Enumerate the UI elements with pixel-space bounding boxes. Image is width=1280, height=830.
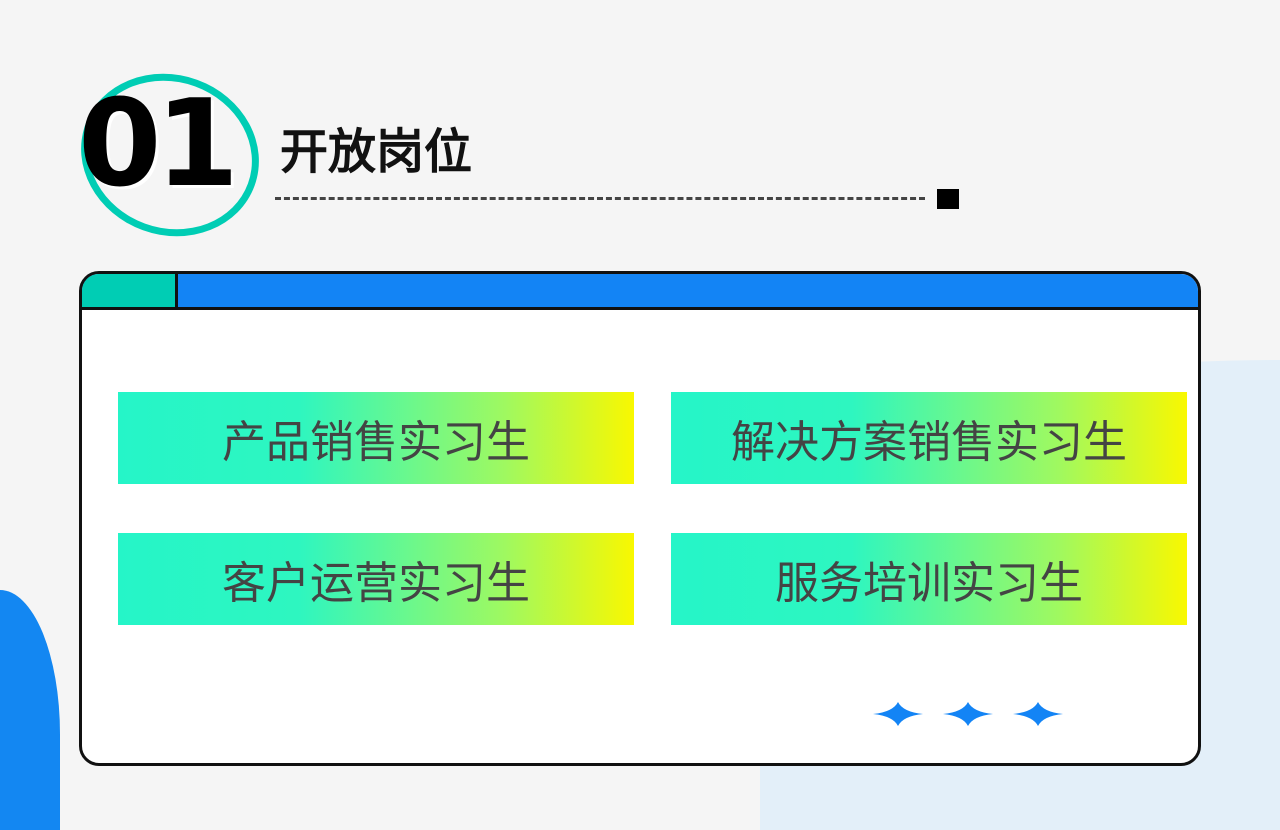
sparkle-icon (873, 702, 923, 726)
position-item: 服务培训实习生 (671, 533, 1187, 625)
positions-card (79, 271, 1201, 766)
card-tab (82, 274, 178, 307)
section-title: 开放岗位 (280, 124, 473, 180)
position-item: 客户运营实习生 (118, 533, 634, 625)
section-number: 01 (78, 75, 239, 214)
divider-end-square (937, 189, 959, 209)
sparkle-icon (943, 702, 993, 726)
sparkle-icon (1013, 702, 1063, 726)
dashed-divider (275, 197, 925, 200)
decorative-circle (0, 590, 60, 830)
card-header-bar (82, 274, 1198, 310)
position-item: 解决方案销售实习生 (671, 392, 1187, 484)
position-item: 产品销售实习生 (118, 392, 634, 484)
